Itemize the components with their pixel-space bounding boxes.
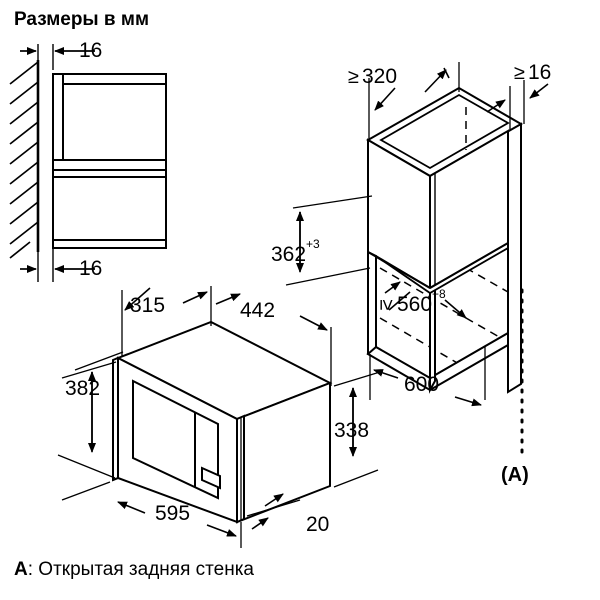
dim-label-oven-width: 595 — [155, 502, 191, 525]
dim-oven-top-front — [215, 293, 332, 386]
dim-oven-width — [61, 481, 242, 548]
dim-door-thickness — [246, 493, 301, 530]
dim-label-panel-thickness: ≥16 — [514, 62, 551, 83]
dim-oven-front-height — [57, 361, 117, 479]
dim-panel-thickness — [486, 80, 549, 130]
dim-label-niche-height: 362+3 — [271, 238, 320, 266]
greater-equal-rotated-icon: ≥ — [375, 299, 398, 311]
dim-niche-height — [285, 195, 373, 286]
footnote-separator: : — [27, 559, 39, 580]
callout-a-label: (A) — [501, 464, 529, 486]
cabinet-isometric — [365, 86, 524, 394]
greater-equal-icon: ≥ — [514, 62, 525, 84]
dim-label-cabinet-depth: ≥320 — [348, 66, 397, 87]
footnote-marker: A — [14, 559, 28, 580]
dim-value-niche-width: 560 — [396, 293, 433, 316]
dim-label-oven-top-front: 442 — [240, 299, 276, 322]
dim-tolerance-niche-width: +8 — [432, 287, 446, 301]
footnote: A: Открытая задняя стенка — [14, 560, 254, 579]
greater-equal-icon: ≥ — [348, 66, 359, 88]
dim-niche-width — [384, 281, 467, 319]
dim-label-cabinet-width: 600 — [404, 373, 440, 396]
wall-section-detail — [9, 44, 167, 282]
microwave-isometric — [112, 320, 333, 524]
footnote-text: Открытая задняя стенка — [38, 559, 254, 580]
dim-tolerance-niche-height: +3 — [306, 237, 320, 251]
dim-oven-body-height — [333, 371, 381, 488]
dim-value-panel-thickness: 16 — [527, 61, 552, 84]
dim-cabinet-depth — [368, 62, 460, 140]
dim-label-wall-gap-top: 16 — [79, 39, 103, 62]
dim-label-niche-width: ≥560+8 — [375, 288, 445, 316]
dim-label-door-thickness: 20 — [306, 513, 330, 536]
dim-label-oven-top-rear: 315 — [130, 294, 166, 317]
dim-label-wall-gap-bottom: 16 — [79, 257, 103, 280]
dim-cabinet-width — [369, 346, 486, 407]
dim-label-oven-front-height: 382 — [65, 377, 101, 400]
dim-value-cabinet-depth: 320 — [361, 65, 398, 88]
dim-label-oven-body-height: 338 — [334, 419, 370, 442]
dim-value-niche-height: 362 — [271, 243, 307, 266]
page-title: Размеры в мм — [14, 9, 149, 30]
dim-oven-top-rear — [74, 286, 212, 371]
